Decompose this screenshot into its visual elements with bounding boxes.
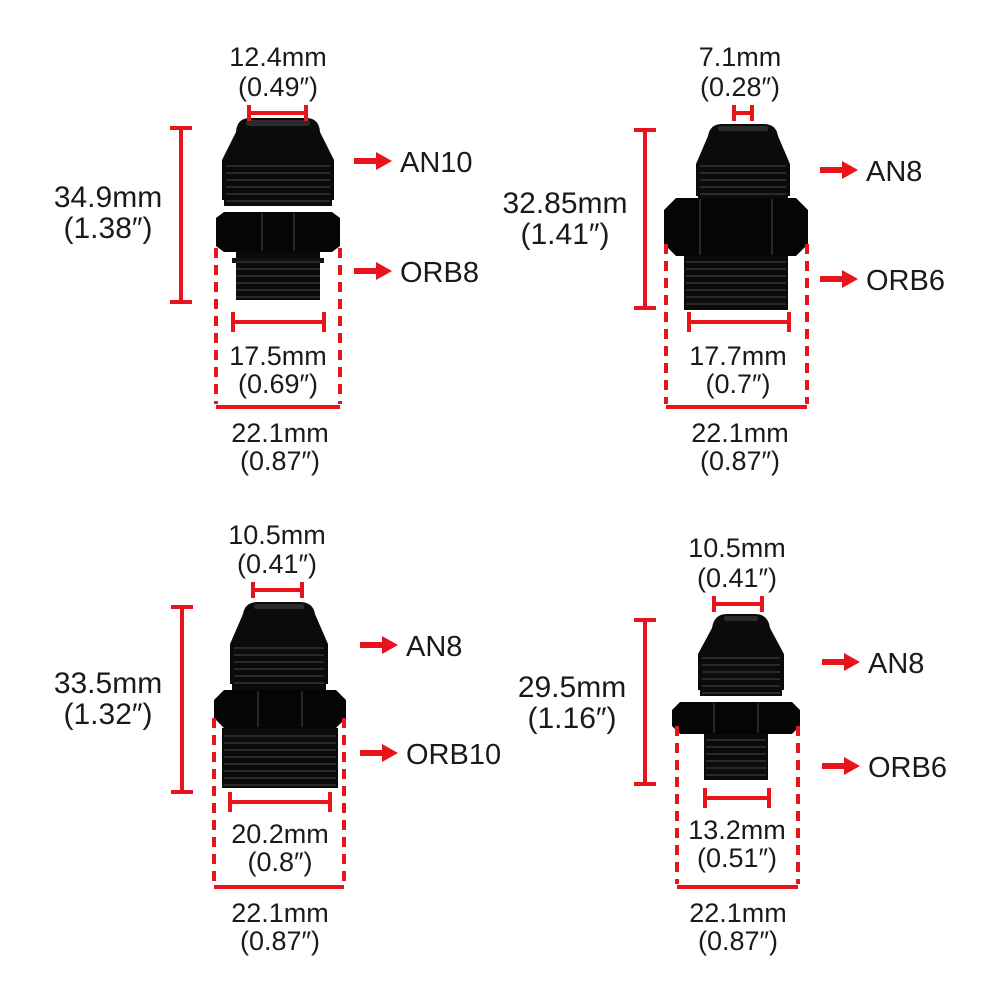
thread-diameter-dimension: 17.7mm (0.7″) xyxy=(687,312,791,399)
height-dim-inch: (1.32″) xyxy=(64,698,153,731)
height-dimension: 32.85mm (1.41″) xyxy=(502,128,656,310)
hex-width-dimension: 22.1mm (0.87″) xyxy=(212,718,346,956)
thread-dim-mm: 20.2mm xyxy=(231,819,329,849)
hex-dim-mm: 22.1mm xyxy=(231,418,329,448)
top-diameter-dimension: 10.5mm (0.41″) xyxy=(228,520,326,598)
arrow-right-icon xyxy=(376,152,392,170)
arrow-right-icon xyxy=(842,270,858,288)
top-dim-inch: (0.28″) xyxy=(700,72,780,102)
thread-label-top: AN8 xyxy=(868,648,924,680)
hex-dim-inch: (0.87″) xyxy=(698,926,778,956)
height-dim-mm: 34.9mm xyxy=(54,181,162,214)
hex-dim-inch: (0.87″) xyxy=(240,926,320,956)
fitting-an8-orb10: 10.5mm (0.41″) 33.5mm (1.32″) 20.2mm (0.… xyxy=(54,520,501,956)
thread-label-top: AN8 xyxy=(406,631,462,663)
fitting-body xyxy=(672,614,800,780)
thread-label-bottom: ORB6 xyxy=(868,752,947,784)
top-dim-mm: 10.5mm xyxy=(688,533,786,563)
hex-width-dimension: 22.1mm (0.87″) xyxy=(675,726,800,956)
thread-dim-mm: 17.5mm xyxy=(229,341,327,371)
thread-diameter-dimension: 17.5mm (0.69″) xyxy=(229,312,327,399)
label-top-callout: AN8 xyxy=(360,631,462,663)
hex-dim-inch: (0.87″) xyxy=(700,446,780,476)
top-dim-mm: 12.4mm xyxy=(229,42,327,72)
height-dim-mm: 33.5mm xyxy=(54,667,162,700)
top-diameter-dimension: 10.5mm (0.41″) xyxy=(688,533,786,612)
label-top-callout: AN10 xyxy=(354,147,473,179)
hex-dim-mm: 22.1mm xyxy=(691,418,789,448)
arrow-right-icon xyxy=(844,653,860,671)
arrow-right-icon xyxy=(382,744,398,762)
thread-label-bottom: ORB10 xyxy=(406,739,501,771)
height-dim-inch: (1.38″) xyxy=(64,212,153,245)
arrow-right-icon xyxy=(382,636,398,654)
height-dim-inch: (1.41″) xyxy=(521,218,610,251)
thread-dim-inch: (0.7″) xyxy=(705,369,770,399)
thread-label-bottom: ORB6 xyxy=(866,265,945,297)
label-bottom-callout: ORB6 xyxy=(820,265,945,297)
height-dimension: 33.5mm (1.32″) xyxy=(54,605,193,794)
height-dim-mm: 29.5mm xyxy=(518,671,626,704)
thread-label-bottom: ORB8 xyxy=(400,257,479,289)
top-dim-inch: (0.41″) xyxy=(697,563,777,593)
height-dimension: 29.5mm (1.16″) xyxy=(518,618,656,786)
top-diameter-dimension: 7.1mm (0.28″) xyxy=(699,42,782,121)
top-dim-mm: 7.1mm xyxy=(699,42,782,72)
hex-dim-mm: 22.1mm xyxy=(231,898,329,928)
thread-lines xyxy=(702,657,780,776)
fitting-an8-orb6: 7.1mm (0.28″) 32.85mm (1.41″) 17.7mm (0.… xyxy=(502,42,945,476)
thread-label-top: AN8 xyxy=(866,156,922,188)
thread-lines xyxy=(686,165,786,305)
height-dimension: 34.9mm (1.38″) xyxy=(54,126,192,304)
thread-lines xyxy=(224,647,336,786)
thread-dim-inch: (0.8″) xyxy=(247,847,312,877)
label-top-callout: AN8 xyxy=(820,156,922,188)
arrow-right-icon xyxy=(844,757,860,775)
label-bottom-callout: ORB10 xyxy=(360,739,501,771)
arrow-right-icon xyxy=(842,161,858,179)
thread-dim-mm: 17.7mm xyxy=(689,341,787,371)
label-bottom-callout: ORB6 xyxy=(822,752,947,784)
label-bottom-callout: ORB8 xyxy=(354,257,479,289)
top-dim-inch: (0.49″) xyxy=(238,72,318,102)
thread-diameter-dimension: 20.2mm (0.8″) xyxy=(228,792,332,877)
hex-width-dimension: 22.1mm (0.87″) xyxy=(214,248,342,476)
top-dim-inch: (0.41″) xyxy=(237,549,317,579)
top-dim-mm: 10.5mm xyxy=(228,520,326,550)
height-dim-mm: 32.85mm xyxy=(502,187,627,220)
fitting-body xyxy=(216,118,340,300)
arrow-right-icon xyxy=(376,262,392,280)
thread-diameter-dimension: 13.2mm (0.51″) xyxy=(688,788,786,873)
thread-lines xyxy=(226,165,330,298)
fitting-an8-orb6-short: 10.5mm (0.41″) 29.5mm (1.16″) 13.2mm (0.… xyxy=(518,533,947,956)
thread-dim-mm: 13.2mm xyxy=(688,815,786,845)
fitting-an10-orb8: 12.4mm (0.49″) 34.9mm (1.38″) 17.5mm (0.… xyxy=(54,42,479,476)
hex-dim-mm: 22.1mm xyxy=(689,898,787,928)
thread-dim-inch: (0.69″) xyxy=(238,369,318,399)
thread-dim-inch: (0.51″) xyxy=(697,843,777,873)
height-dim-inch: (1.16″) xyxy=(528,702,617,735)
hex-width-dimension: 22.1mm (0.87″) xyxy=(664,244,809,476)
hex-dim-inch: (0.87″) xyxy=(240,446,320,476)
top-diameter-dimension: 12.4mm (0.49″) xyxy=(229,42,327,121)
label-top-callout: AN8 xyxy=(822,648,924,680)
thread-label-top: AN10 xyxy=(400,147,473,179)
fitting-body xyxy=(214,602,346,788)
